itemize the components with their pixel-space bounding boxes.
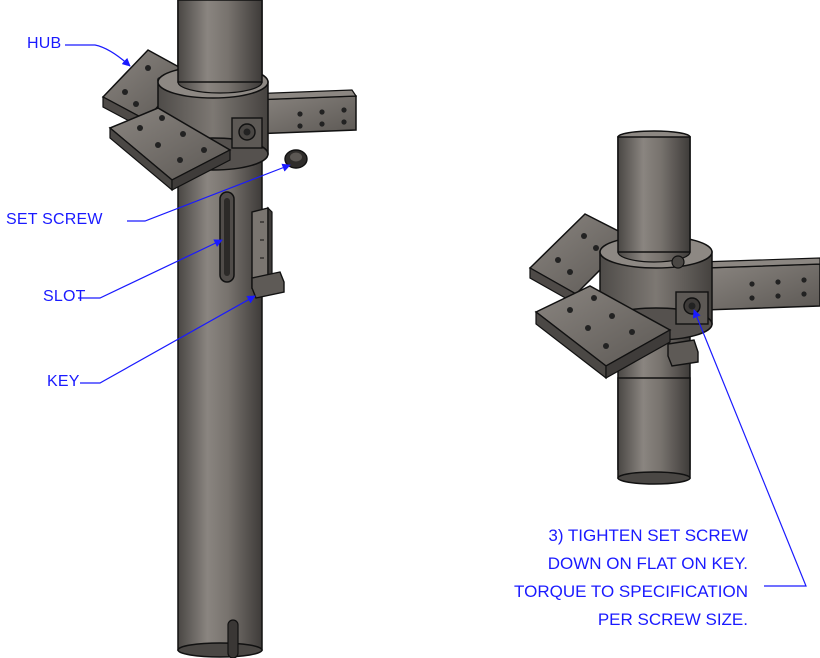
note-line-1: 3) TIGHTEN SET SCREW: [548, 526, 748, 545]
note-leader: [692, 309, 807, 587]
slot-label: SLOT: [43, 288, 86, 305]
pole-left-bottom: [177, 642, 263, 658]
hub-leader: [65, 44, 131, 67]
exploded-view: [101, 0, 358, 658]
hub-label: HUB: [27, 35, 62, 52]
key: [251, 206, 285, 299]
pole-bottom-slot: [227, 619, 239, 658]
key-label: KEY: [47, 373, 80, 390]
slot-leader: [78, 239, 223, 299]
slot: [219, 191, 235, 283]
assembled-view: [528, 130, 820, 658]
note-line-2: DOWN ON FLAT ON KEY.: [547, 554, 748, 573]
set-screw-leader: [127, 163, 291, 222]
hub: [101, 0, 358, 192]
set-screw: [284, 149, 308, 169]
note-line-4: PER SCREW SIZE.: [597, 610, 748, 629]
note-line-3: TORQUE TO SPECIFICATION: [514, 582, 748, 601]
set-screw-label: SET SCREW: [6, 211, 103, 228]
key-leader: [80, 295, 256, 384]
leader-lines-left: [65, 44, 291, 384]
instruction-note: 3) TIGHTEN SET SCREW DOWN ON FLAT ON KEY…: [514, 522, 748, 634]
